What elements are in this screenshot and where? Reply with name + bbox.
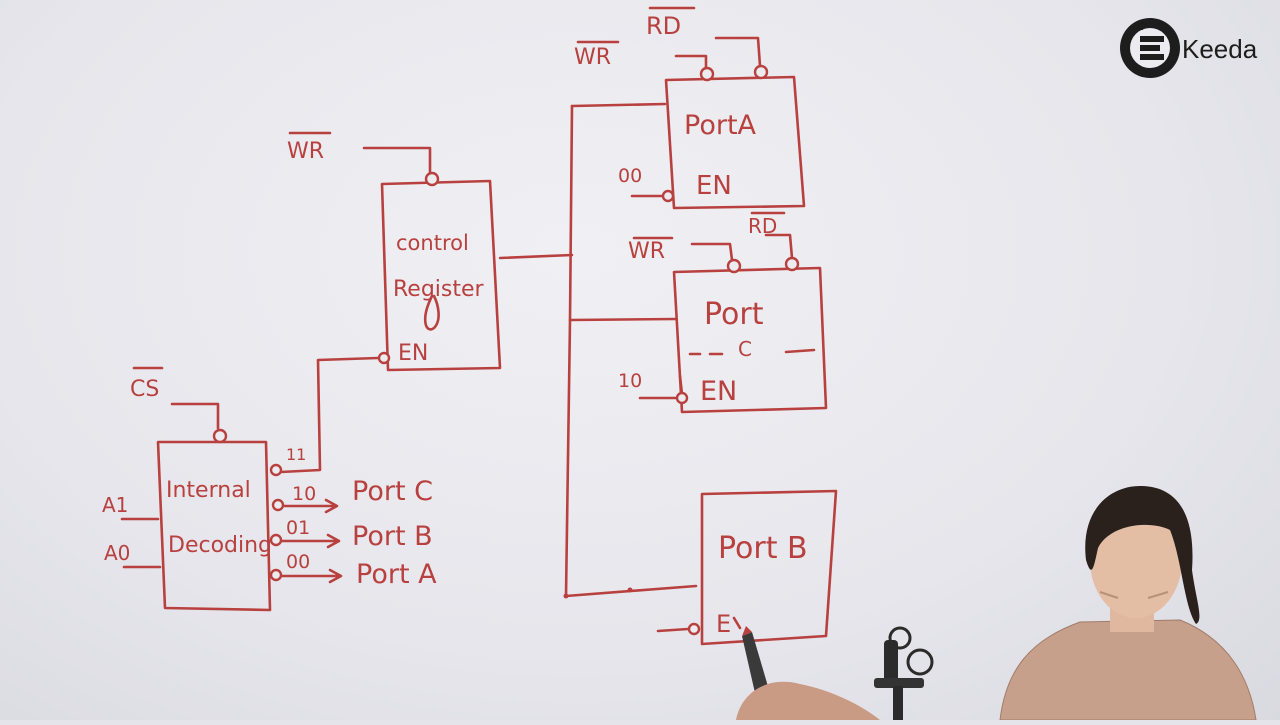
port-a-write-bubble: [699, 66, 715, 82]
decoder-out-11-bubble: [269, 463, 283, 477]
port-c-write: WR: [628, 239, 665, 264]
decoder-block: Internal Decoding CS A1 A0 11 10 Port C …: [102, 356, 437, 612]
logo-letter: E: [1137, 22, 1144, 33]
control-register-block: control Register EN WR: [287, 131, 502, 372]
port-a-label: PortA: [684, 110, 757, 141]
port-a-read: RD: [646, 12, 681, 40]
port-a-enable-bubble: [661, 189, 675, 203]
port-c-select-code: 10: [618, 370, 642, 392]
port-b-label: Port B: [718, 531, 808, 566]
microphone-icon: [884, 640, 898, 684]
port-c-read-bubble: [784, 256, 800, 272]
port-c-sub-label: C: [738, 337, 752, 361]
chip-select-label: CS: [130, 377, 159, 402]
control-register-write: WR: [287, 139, 324, 164]
port-a-select-code: 00: [618, 165, 642, 187]
port-a-enable: EN: [696, 171, 732, 201]
microphone-stand: [874, 626, 934, 720]
pen-loop-mark: [423, 294, 440, 331]
port-c-label: Port: [704, 297, 764, 332]
decoder-label-line2: Decoding: [168, 533, 272, 558]
decoder-out-10-bubble: [271, 498, 285, 512]
presenter-figure: [999, 486, 1257, 721]
decoder-out-01-code: 01: [286, 517, 310, 539]
decoder-label-line1: Internal: [166, 478, 251, 503]
decoder-out-10-target: Port C: [352, 476, 433, 507]
input-a0-label: A0: [104, 541, 130, 565]
decoder-out-00-code: 00: [286, 551, 310, 573]
control-register-write-bubble: [424, 171, 440, 187]
port-c-enable: EN: [700, 376, 737, 407]
port-c-enable-bubble: [675, 391, 689, 405]
port-b-enable: E: [716, 610, 731, 638]
port-c-split-line: [688, 348, 816, 356]
input-a1-label: A1: [102, 493, 128, 517]
decoder-out-00-target: Port A: [356, 559, 437, 590]
decoder-out-10-code: 10: [292, 483, 316, 505]
port-a-block: PortA EN 00 RD WR: [574, 6, 806, 210]
port-a-write: WR: [574, 45, 611, 70]
port-c-write-bubble: [726, 258, 742, 274]
control-register-line2: Register: [393, 277, 485, 302]
data-bus: [498, 102, 698, 599]
ekeeda-logo: E Keeda: [1120, 18, 1258, 78]
chip-select-bubble: [212, 428, 228, 444]
decoder-out-01-target: Port B: [352, 521, 433, 552]
decoder-out-00-bubble: [269, 568, 283, 582]
hand-with-marker: [736, 626, 880, 720]
port-b-block: Port B E: [656, 489, 838, 646]
port-c-block: Port C EN 10 RD WR: [618, 211, 828, 414]
control-register-enable-bubble: [377, 351, 391, 365]
control-register-enable: EN: [398, 341, 428, 366]
logo-text: Keeda: [1182, 34, 1258, 64]
decoder-out-11-code: 11: [286, 445, 306, 464]
presenter-hair: [1085, 486, 1200, 624]
port-b-enable-bubble: [687, 622, 701, 636]
control-register-line1: control: [396, 231, 469, 255]
port-a-read-bubble: [753, 64, 769, 80]
decoder-out-01-bubble: [269, 533, 283, 547]
